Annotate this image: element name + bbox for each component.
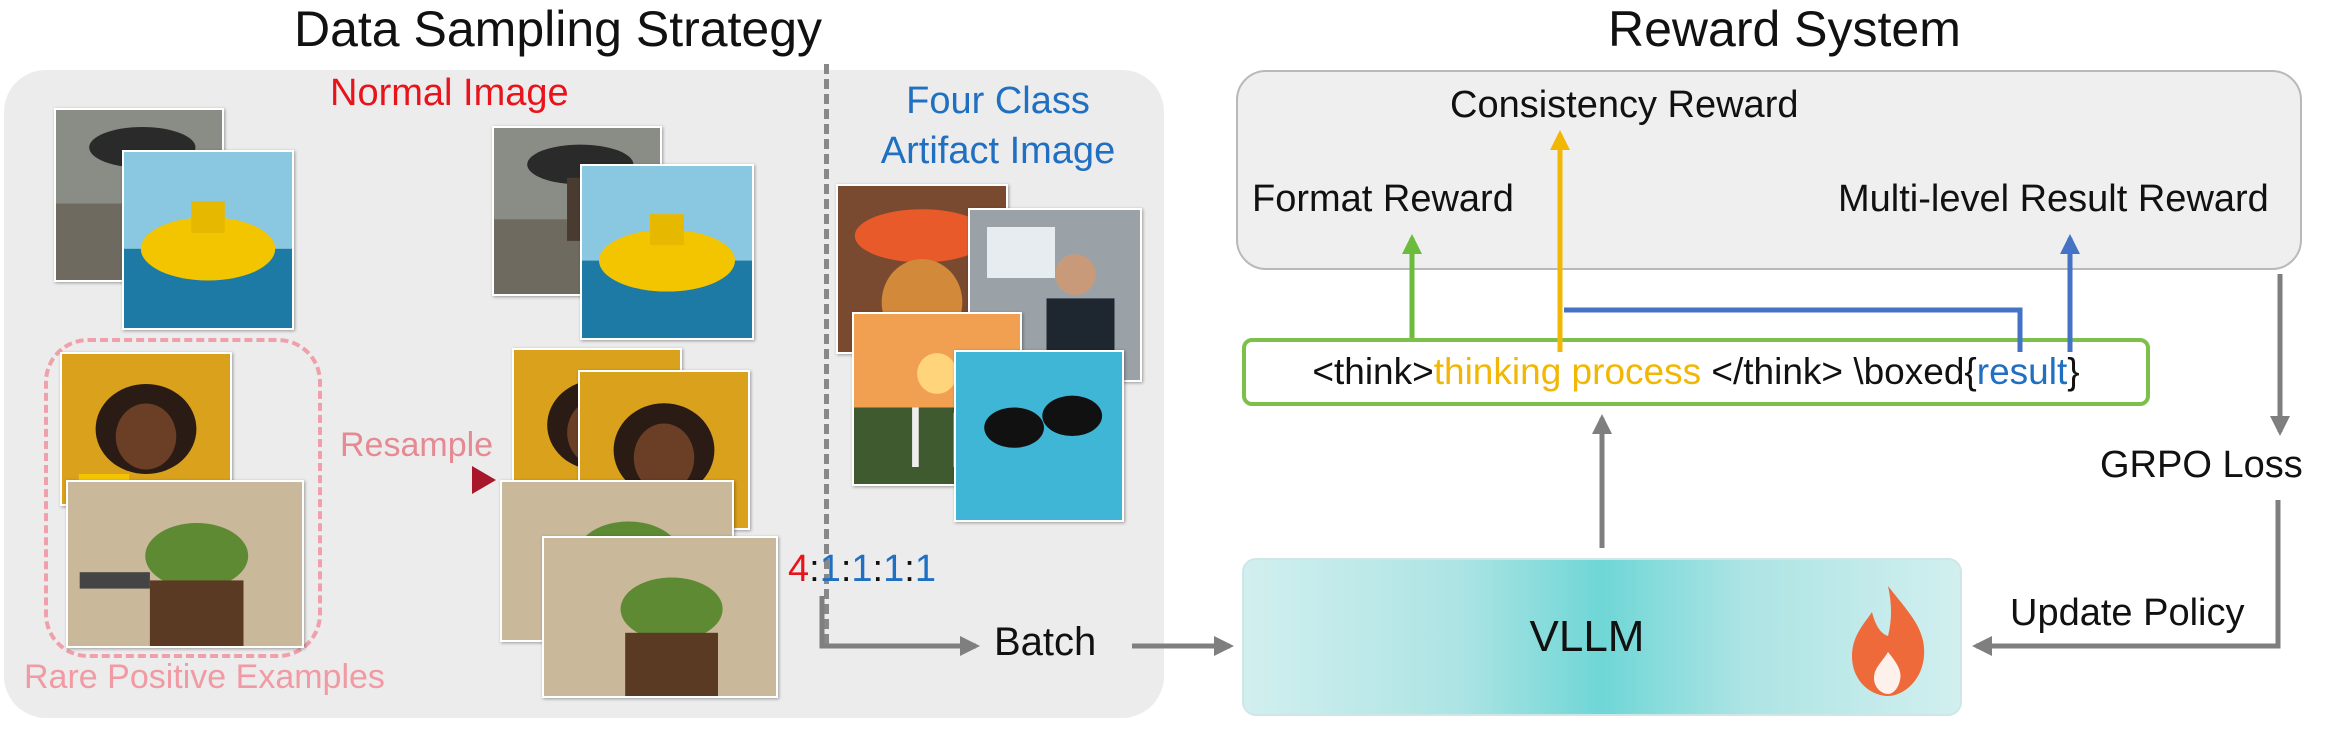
vllm-label: VLLM: [1529, 612, 1645, 661]
consistency-reward-label: Consistency Reward: [1450, 84, 1799, 126]
think-open-tag: <think>: [1312, 351, 1434, 392]
result-text: result: [1976, 351, 2068, 392]
normal-image-yellow-submarine-2: [580, 164, 754, 340]
divider-to-batch-arrow: [819, 596, 980, 656]
vllm-box: [1242, 558, 1962, 716]
left-title: Data Sampling Strategy: [294, 1, 823, 57]
ratio-normal: 4: [788, 548, 810, 590]
rare-positive-box: [44, 338, 322, 658]
ratio-artifact-1: 1: [819, 548, 841, 590]
thinking-process-text: thinking process: [1433, 351, 1702, 392]
normal-image-label: Normal Image: [330, 72, 569, 114]
grpo-to-vllm-arrow: [1972, 500, 2281, 656]
normal-image-yellow-submarine-1: [122, 150, 294, 330]
grpo-loss-label: GRPO Loss: [2100, 444, 2303, 486]
flame-icon: [1852, 586, 1925, 696]
think-close-tag: </think> \boxed{: [1701, 351, 1977, 392]
reward-system-panel: [1236, 70, 2302, 270]
close-brace: }: [2067, 351, 2080, 392]
rare-image-woman: [60, 352, 232, 506]
rare-positive-label: Rare Positive Examples: [24, 658, 385, 696]
rare-image-goblin: [66, 480, 304, 648]
artifact-label-line1: Four Class: [906, 80, 1090, 122]
resample-arrowhead: [472, 466, 496, 494]
output-sequence-box: <think> thinking process </think> \boxed…: [1242, 338, 2150, 406]
ratio-sep: :: [809, 548, 820, 590]
batch-label: Batch: [994, 620, 1097, 664]
resample-label: Resample: [340, 426, 494, 464]
sampling-divider: [824, 64, 829, 644]
ratio-artifact-4: 1: [914, 548, 936, 590]
format-reward-label: Format Reward: [1252, 178, 1514, 220]
ratio-sep: :: [840, 548, 852, 590]
right-title: Reward System: [1608, 1, 1961, 57]
result-consistency-link: [1564, 307, 2023, 352]
artifact-label-line2: Artifact Image: [880, 130, 1116, 172]
ratio-sep: :: [904, 548, 915, 590]
resampled-goblin-2: [542, 536, 778, 698]
ratio-artifact-3: 1: [883, 548, 905, 590]
artifact-image-sunglasses: [954, 350, 1124, 522]
multilevel-result-reward-label: Multi-level Result Reward: [1838, 178, 2269, 220]
ratio-label: 4:1:1:1:1: [788, 548, 936, 591]
ratio-artifact-2: 1: [851, 548, 873, 590]
ratio-sep: :: [872, 548, 884, 590]
update-policy-label: Update Policy: [2010, 592, 2245, 634]
